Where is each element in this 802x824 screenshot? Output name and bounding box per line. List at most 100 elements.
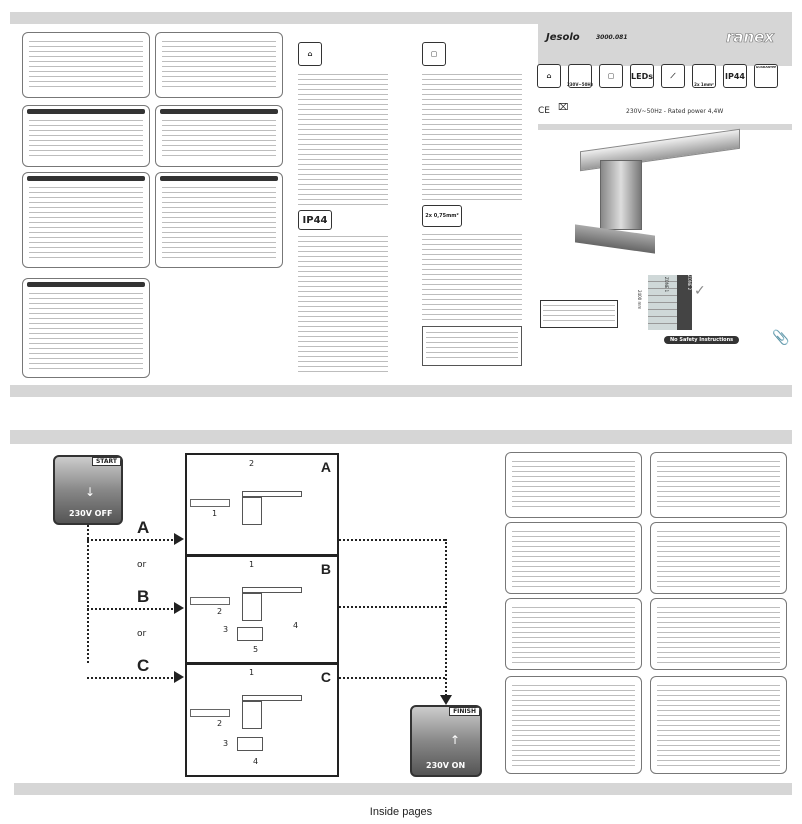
arrow-right-icon — [174, 602, 184, 614]
ip44-label: IP44 — [725, 71, 745, 81]
connector-line — [87, 525, 89, 663]
or-label: or — [137, 560, 147, 570]
safety-tag: No Safety Instructions — [664, 336, 740, 344]
connector-line — [339, 539, 445, 541]
divider-band — [538, 124, 792, 130]
connector-line — [87, 677, 177, 679]
warranty-box — [505, 676, 642, 774]
panel-a: A 2 1 — [185, 453, 339, 556]
warranty-box — [650, 522, 787, 594]
header-bar: Jesolo 3000.081 ranex — [538, 24, 792, 66]
lamp-drawing — [242, 497, 262, 525]
leds-label: LEDs — [631, 71, 653, 81]
disposal-notice-box — [22, 32, 150, 98]
connector-line — [339, 606, 445, 608]
class-ii-icon: ▢ — [599, 64, 623, 88]
warranty-box — [650, 676, 787, 774]
start-tag: START — [91, 457, 121, 466]
wire-section-icon: 2x 1mm² — [692, 64, 716, 88]
voltage-icon: 230V~50Hz — [566, 64, 594, 88]
lamp-drawing — [242, 593, 262, 621]
voltage-label: 230V~50Hz — [566, 82, 594, 87]
wire-label: 2x 0,75mm² — [425, 213, 459, 219]
step-number: 1 — [249, 668, 255, 677]
warranty-box — [505, 598, 642, 670]
arrow-down-icon: ↓ — [85, 485, 96, 499]
leds-icon: LEDs — [630, 64, 654, 88]
panel-c: C 1 2 3 4 — [185, 663, 339, 777]
step-number: 5 — [253, 645, 259, 654]
panel-c-label: C — [320, 669, 331, 685]
rating-label — [540, 300, 618, 328]
connector-line — [87, 608, 177, 610]
product-name: Jesolo — [546, 32, 580, 43]
step-number: 3 — [223, 739, 229, 748]
connector-drawing — [190, 709, 230, 717]
wire-section-icon: 2x 0,75mm² — [422, 205, 462, 227]
indoor-house-icon: ⌂ — [537, 64, 561, 88]
weee-bin-icon: ⌧ — [558, 103, 569, 113]
ip44-label: IP44 — [302, 214, 328, 226]
warranty-box — [650, 598, 787, 670]
option-b-label: B — [137, 587, 150, 606]
zone-height: 2400 mm — [637, 290, 642, 310]
step-number: 2 — [217, 607, 223, 616]
ip44-icon: IP44 — [723, 64, 747, 88]
product-code: 3000.081 — [596, 34, 628, 41]
option-c-label: C — [137, 656, 150, 675]
safety-box — [22, 172, 150, 268]
connector-drawing — [190, 597, 230, 605]
paperclip-icon: 📎 — [772, 330, 790, 346]
rated-power: 230V~50Hz - Rated power 4,4W — [626, 108, 724, 115]
guarantee-icon: GUARANTEE — [754, 64, 778, 88]
safety-box — [155, 172, 283, 268]
step-number: 1 — [212, 509, 218, 518]
step-number: 3 — [223, 625, 229, 634]
step-number: 2 — [217, 719, 223, 728]
warranty-box — [650, 452, 787, 518]
footer-caption: Inside pages — [369, 806, 433, 818]
language-list — [298, 72, 388, 206]
connector-line — [339, 677, 445, 679]
lamp-drawing — [242, 701, 262, 729]
product-label — [422, 326, 522, 366]
arrow-down-icon — [440, 695, 452, 705]
arrow-up-icon: ↑ — [450, 733, 461, 747]
brand-logo: ranex — [725, 28, 775, 47]
arrow-right-icon — [174, 533, 184, 545]
safety-box — [155, 105, 283, 167]
arrow-right-icon — [174, 671, 184, 683]
top-band — [10, 430, 792, 444]
connector-line — [445, 539, 447, 699]
zone-2: ZONE 2 — [677, 275, 692, 330]
connector-line — [87, 539, 177, 541]
start-voltage: 230V OFF — [69, 509, 113, 518]
safety-box — [22, 105, 150, 167]
language-list — [298, 234, 388, 375]
bracket-drawing — [237, 627, 263, 641]
option-a-label: A — [137, 518, 150, 537]
wire-label: 2x 1mm² — [694, 82, 714, 87]
cable-strip-icon: ⟋ — [661, 64, 685, 88]
safety-box — [22, 278, 150, 378]
check-icon: ✓ — [694, 283, 706, 299]
class-ii-icon: ▢ — [422, 42, 446, 66]
panel-b-label: B — [320, 561, 331, 577]
lamp-drawing — [242, 587, 302, 593]
zone-1: ZONE 1 — [664, 277, 669, 293]
panel-b: B 1 2 3 4 5 — [185, 555, 339, 664]
step-number: 4 — [253, 757, 259, 766]
finish-voltage: 230V ON — [426, 761, 466, 770]
finish-photo: FINISH ↑ 230V ON — [410, 705, 482, 777]
or-label: or — [137, 629, 147, 639]
bottom-band — [14, 783, 792, 795]
warranty-box — [505, 522, 642, 594]
bracket-drawing — [237, 737, 263, 751]
lamp-drawing — [242, 695, 302, 701]
language-list — [422, 232, 522, 322]
finish-tag: FINISH — [449, 707, 480, 716]
indoor-house-icon: ⌂ — [298, 42, 322, 66]
ip44-icon: IP44 — [298, 210, 332, 230]
disposal-notice-box — [155, 32, 283, 98]
top-band — [10, 12, 792, 24]
